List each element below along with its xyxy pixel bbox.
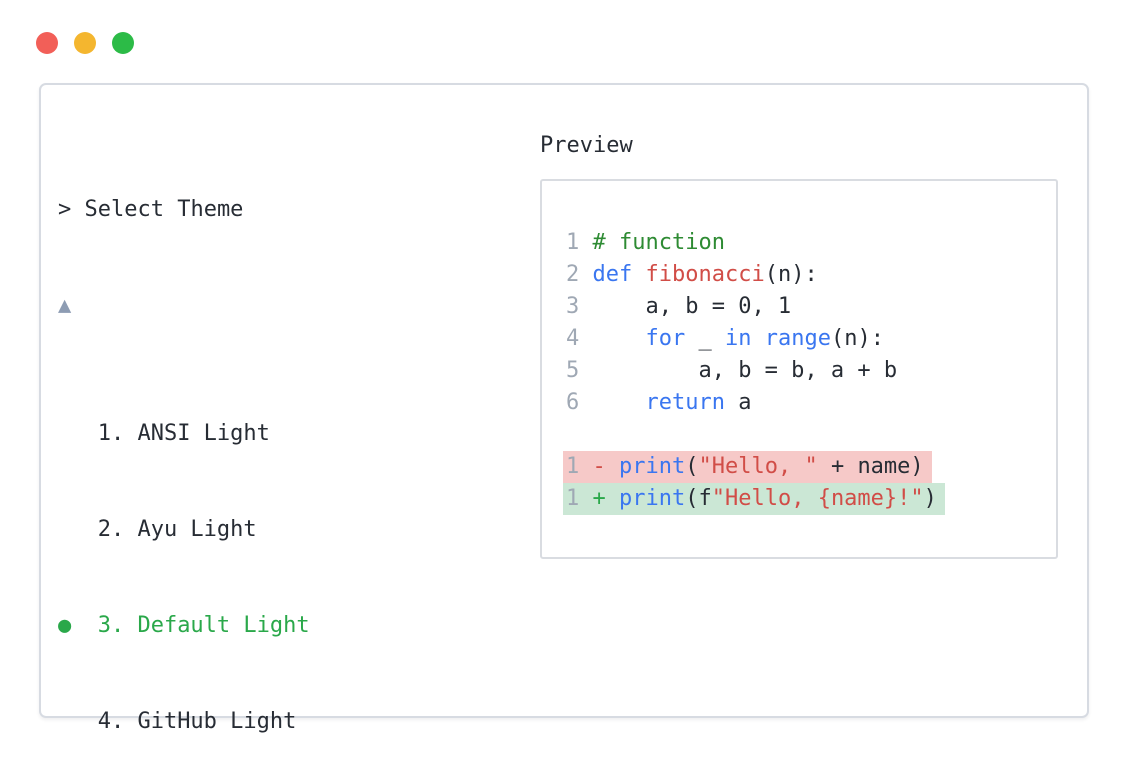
close-window-icon[interactable] [36, 32, 58, 54]
code-token: print [619, 454, 686, 479]
theme-number: 1. [97, 421, 125, 446]
theme-number: 4. [97, 709, 125, 734]
code-token [593, 390, 646, 415]
code-token: ) [923, 486, 937, 511]
theme-name: Default Light [137, 613, 310, 638]
maximize-window-icon[interactable] [112, 32, 134, 54]
line-number: 1 [566, 486, 593, 511]
deletion-sign: - [592, 454, 619, 479]
code-token: (n): [764, 262, 818, 287]
code-line: 6 return a [566, 387, 1046, 419]
code-token: return [645, 390, 725, 415]
code-token [593, 326, 646, 351]
diff-deletion-line: 1 - print("Hello, " + name) [563, 451, 1046, 483]
code-line: 4 for _ in range(n): [566, 323, 1046, 355]
theme-name: ANSI Light [137, 421, 270, 446]
theme-name: GitHub Light [137, 709, 297, 734]
selected-dot-icon: ● [58, 613, 72, 638]
line-number: 2 [566, 262, 593, 287]
theme-selector-dialog: > Select Theme ▲ 1. ANSI Light 2. Ayu Ligh… [39, 83, 1089, 734]
theme-option-default-light[interactable]: ● 3. Default Light [58, 610, 839, 642]
code-token: range [764, 326, 831, 351]
theme-option-github-light[interactable]: 4. GitHub Light [58, 706, 839, 738]
code-token: a, b = 0, 1 [592, 294, 792, 319]
code-token: (n): [830, 326, 884, 351]
code-token: "Hello, {name}!" [711, 486, 924, 511]
scroll-up-icon[interactable]: ▲ [58, 293, 72, 318]
theme-number: 3. [97, 613, 125, 638]
code-token: print [619, 486, 686, 511]
theme-option-ansi-light[interactable]: 1. ANSI Light [58, 418, 839, 450]
window-controls [36, 32, 134, 54]
line-number: 5 [566, 358, 593, 383]
code-token: for [645, 326, 686, 351]
minimize-window-icon[interactable] [74, 32, 96, 54]
code-line: 5 a, b = b, a + b [566, 355, 1046, 387]
code-token: _ [685, 326, 725, 351]
diff-addition-line: 1 + print(f"Hello, {name}!") [563, 483, 1046, 515]
code-line: 3 a, b = 0, 1 [566, 291, 1046, 323]
preview-title: Preview [540, 133, 633, 158]
code-token: a [724, 390, 752, 415]
code-token: "Hello, " [698, 454, 818, 479]
code-token: fibonacci [645, 262, 765, 287]
line-number: 1 [566, 230, 593, 255]
code-token: # function [592, 230, 725, 255]
code-token [751, 326, 764, 351]
line-number: 6 [566, 390, 593, 415]
code-token: in [724, 326, 752, 351]
code-line: 2 def fibonacci(n): [566, 259, 1046, 291]
theme-number: 2. [97, 517, 125, 542]
theme-option-ayu-light[interactable]: 2. Ayu Light [58, 514, 839, 546]
line-number: 3 [566, 294, 593, 319]
code-token: def [592, 262, 633, 287]
code-token [632, 262, 645, 287]
code-token: (f [685, 486, 712, 511]
code-token: + name) [817, 454, 924, 479]
theme-list-panel: > Select Theme ▲ 1. ANSI Light 2. Ayu Ligh… [58, 130, 839, 757]
code-line-blank [566, 419, 1046, 451]
line-number: 1 [566, 454, 593, 479]
code-preview-box: 1 # function 2 def fibonacci(n): 3 a, b … [540, 179, 1058, 559]
preview-panel: Preview 1 # function 2 def fibonacci(n):… [540, 130, 1058, 559]
code-line: 1 # function [566, 227, 1046, 259]
theme-name: Ayu Light [137, 517, 257, 542]
code-token: ( [685, 454, 699, 479]
dialog-title: > Select Theme [58, 197, 244, 222]
code-token: a, b = b, a + b [592, 358, 898, 383]
addition-sign: + [592, 486, 619, 511]
line-number: 4 [566, 326, 593, 351]
